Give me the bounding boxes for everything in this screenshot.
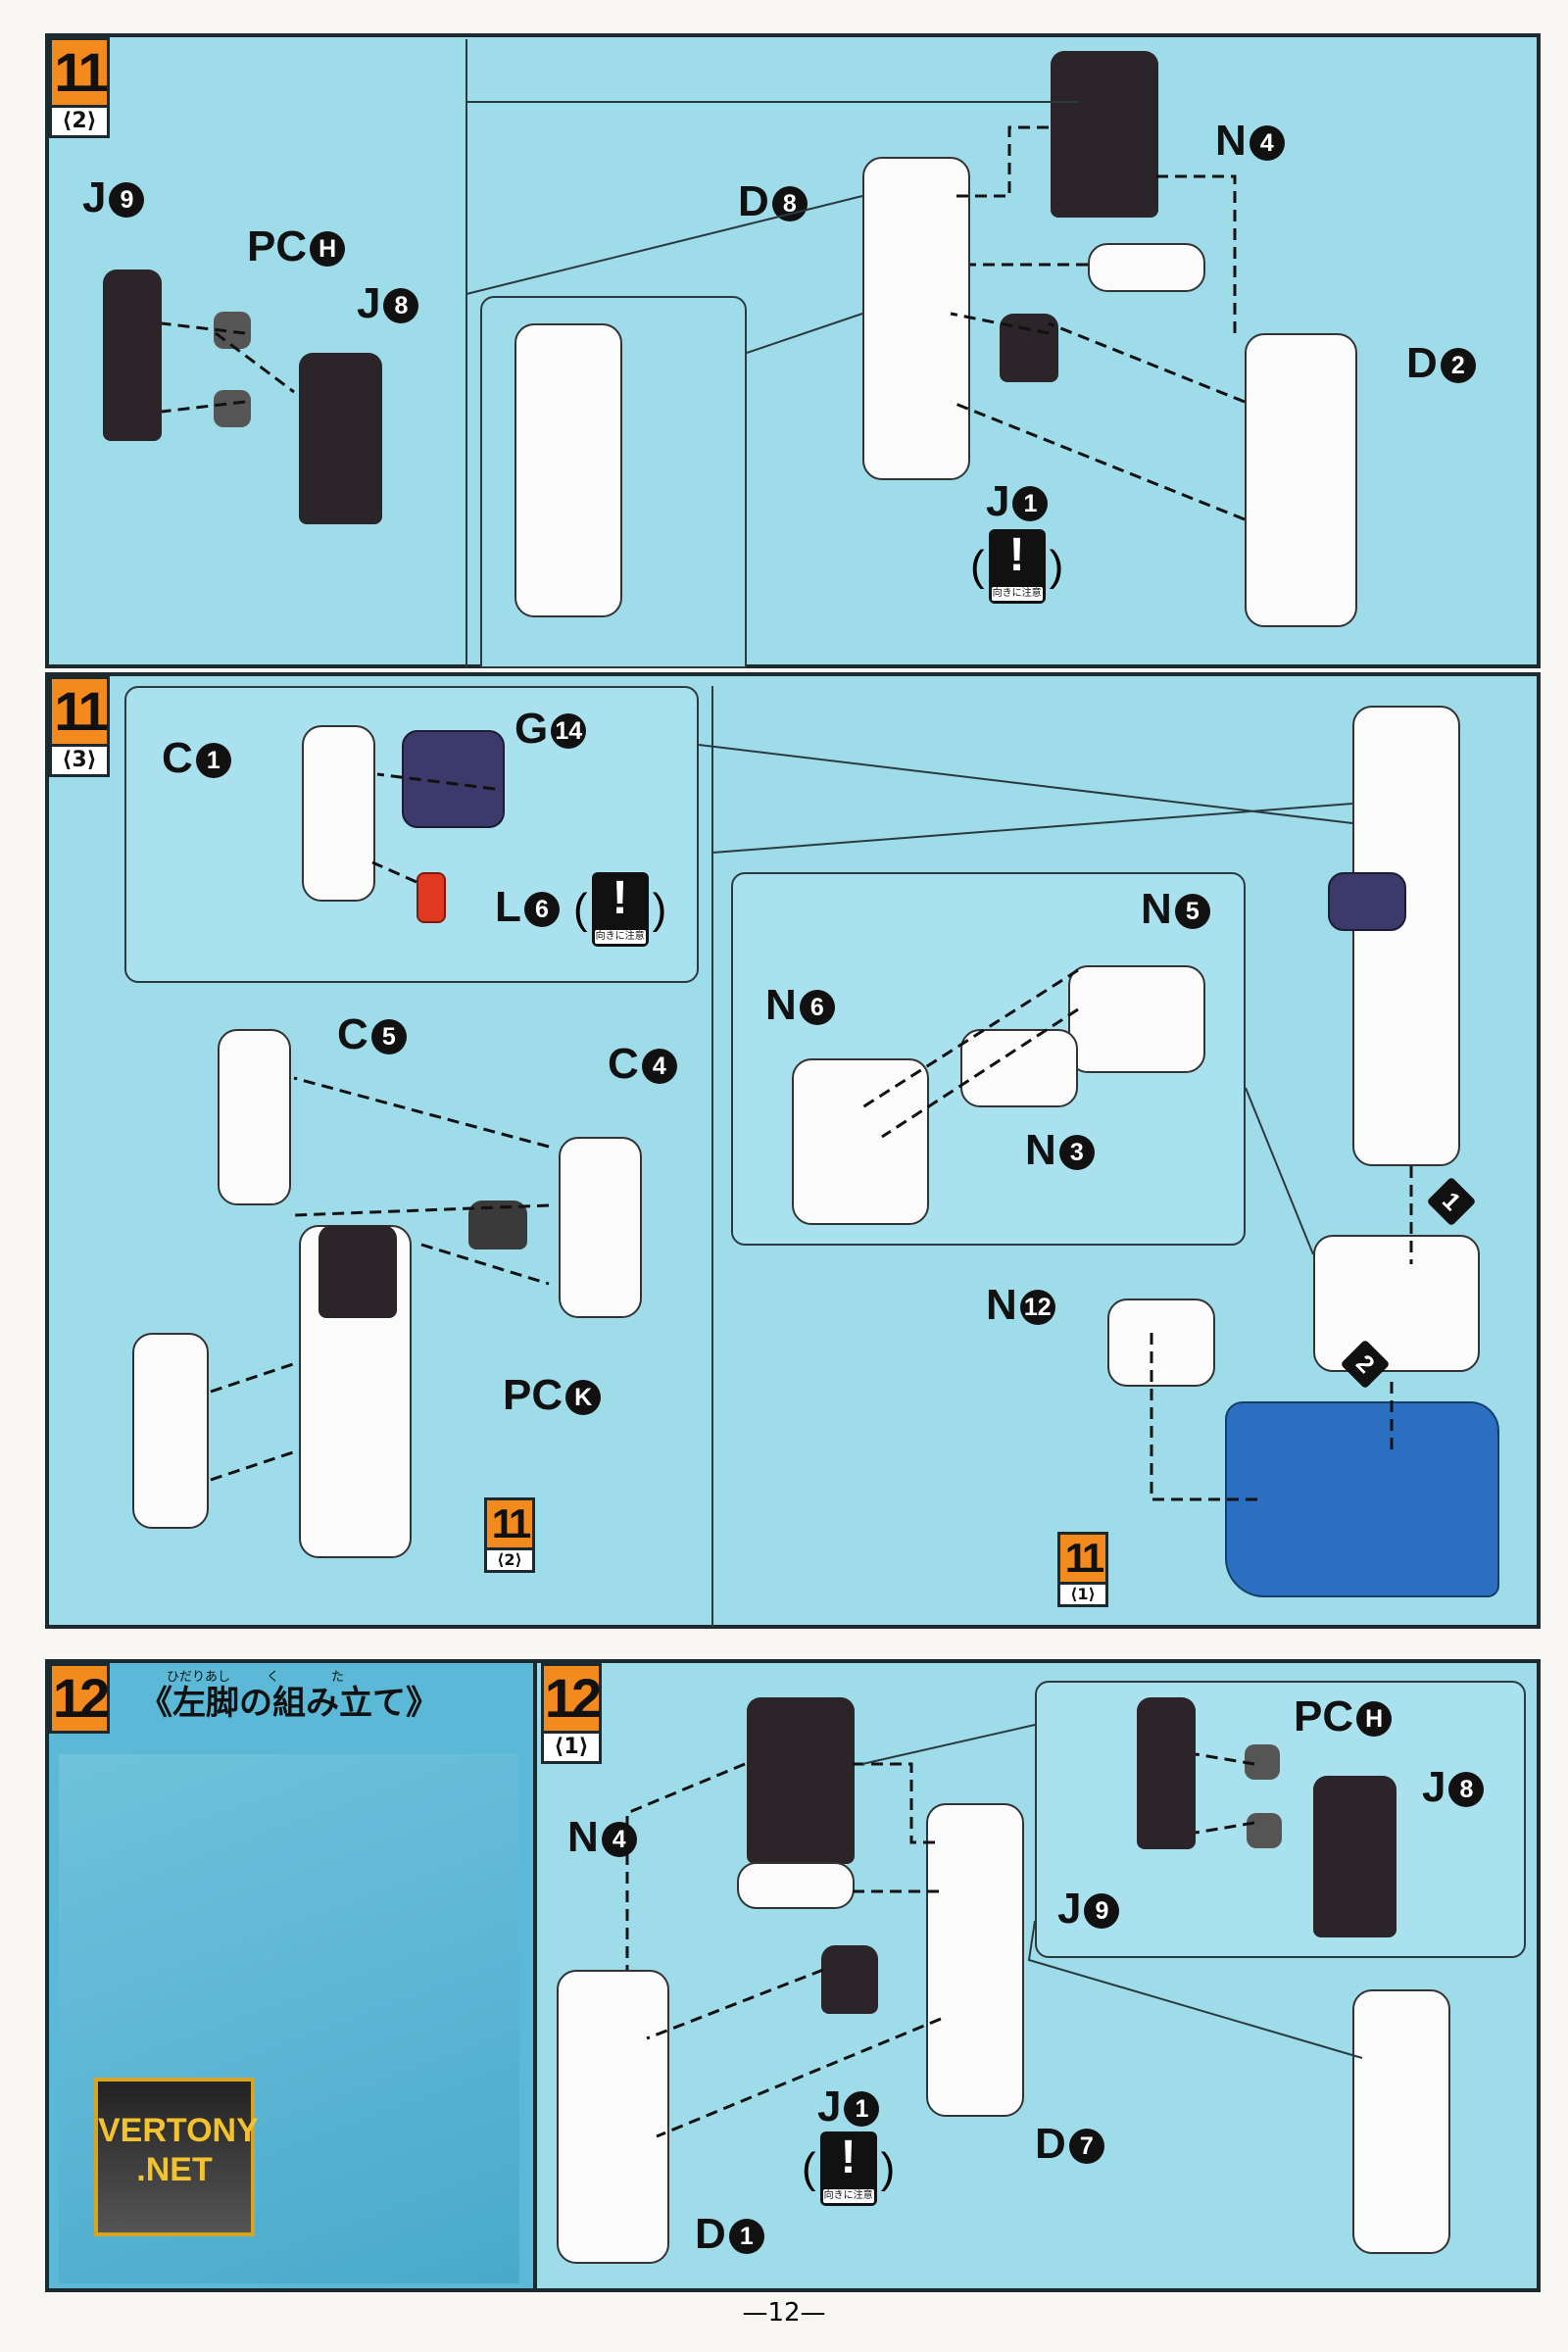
part-pc-h-2	[1247, 1813, 1282, 1848]
page-number: —12—	[742, 2298, 826, 2328]
part-pc-h-1	[214, 312, 251, 349]
part-d8	[862, 157, 970, 480]
part-upper-block	[1051, 51, 1158, 218]
part-thigh	[1352, 706, 1460, 1166]
part-j8	[1313, 1776, 1396, 1937]
part-pc-k	[468, 1200, 527, 1250]
part-inset-leg	[1352, 1989, 1450, 2254]
part-j8	[299, 353, 382, 524]
part-c1	[302, 725, 375, 902]
part-d1	[557, 1970, 669, 2264]
part-g14	[402, 730, 505, 828]
part-j1	[1000, 314, 1058, 382]
ref-step: 11	[1060, 1535, 1105, 1585]
step-title: 《左脚の組み立て》	[139, 1684, 439, 1723]
caution-orientation: (!向きに注意)	[573, 872, 666, 947]
part-n5	[1068, 965, 1205, 1073]
step-number: 12	[52, 1666, 110, 1731]
step-badge: 11⟨3⟩	[49, 676, 110, 777]
ref-badge-11-2: 11⟨2⟩	[484, 1497, 535, 1573]
step-number: 11	[52, 679, 109, 747]
part-n6	[792, 1058, 929, 1225]
part-pc-h-1	[1245, 1744, 1280, 1780]
part-leg-top	[318, 1225, 397, 1318]
order-marker-1: 1	[1426, 1176, 1477, 1227]
vertony-logo: VERTONY .NET	[94, 2078, 259, 2236]
furigana: ひだりあし	[167, 1670, 231, 1685]
step-sub: ⟨3⟩	[62, 748, 97, 772]
ref-step: 11	[487, 1500, 532, 1550]
step-number: 11	[52, 40, 109, 108]
step-number: 12	[544, 1666, 602, 1734]
step-sub: ⟨2⟩	[62, 109, 97, 133]
part-inset-leg	[514, 323, 622, 617]
part-shin-front	[132, 1333, 209, 1529]
part-pc-h-2	[214, 390, 251, 427]
step-badge: 11⟨2⟩	[49, 37, 110, 138]
part-upper-block	[747, 1697, 855, 1864]
ref-sub: ⟨2⟩	[497, 1550, 522, 1569]
part-j9	[103, 270, 162, 441]
part-j9	[1137, 1697, 1196, 1849]
part-knee	[1313, 1235, 1480, 1372]
part-n4	[737, 1862, 855, 1909]
part-d7	[926, 1803, 1024, 2117]
step-sub: ⟨1⟩	[554, 1735, 589, 1759]
part-l6	[416, 872, 446, 923]
caution-orientation: (!向きに注意)	[802, 2132, 895, 2206]
part-thigh-armor	[1328, 872, 1406, 931]
part-c5	[218, 1029, 291, 1205]
ref-badge-11-1: 11⟨1⟩	[1057, 1532, 1108, 1607]
order-marker-2: 2	[1340, 1339, 1391, 1390]
furigana: く	[267, 1670, 280, 1685]
sub-step-badge: 12⟨1⟩	[541, 1663, 602, 1764]
part-c4	[559, 1137, 642, 1318]
furigana: た	[331, 1670, 345, 1685]
step-badge: 12	[49, 1663, 110, 1734]
part-n3	[960, 1029, 1078, 1107]
part-d2	[1245, 333, 1357, 627]
part-n4	[1088, 243, 1205, 292]
part-j1	[821, 1945, 878, 2014]
part-n12	[1107, 1298, 1215, 1387]
caution-orientation: (!向きに注意)	[970, 529, 1063, 604]
part-foot	[1225, 1401, 1499, 1597]
ref-sub: ⟨1⟩	[1070, 1585, 1096, 1603]
